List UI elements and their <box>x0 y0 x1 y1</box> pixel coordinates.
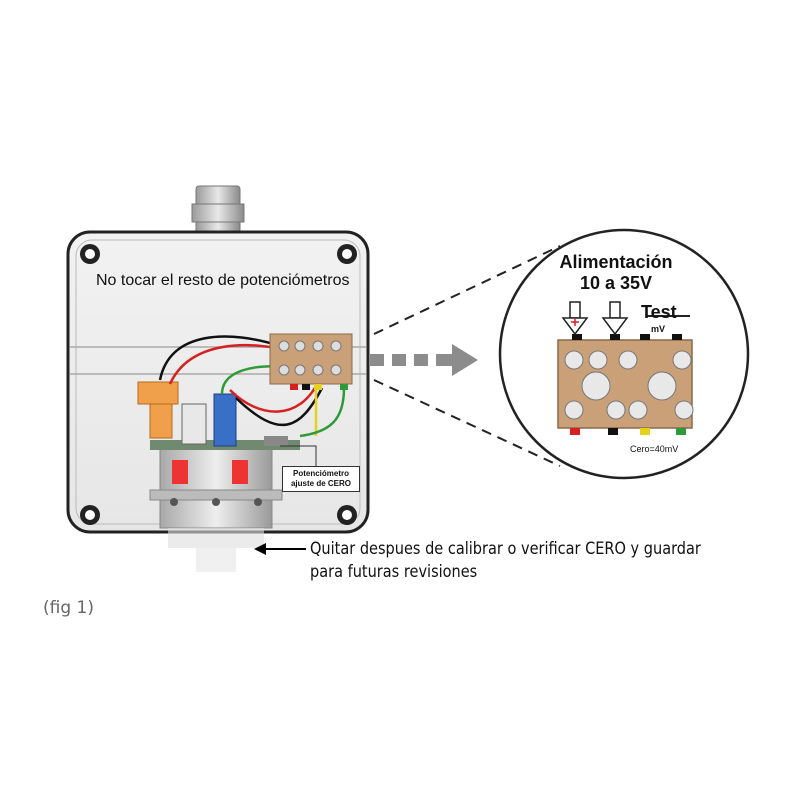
terminal-block <box>269 333 353 390</box>
relay-component <box>137 381 179 439</box>
instruction-arrow <box>254 543 306 555</box>
test-unit-label: mV <box>651 324 666 334</box>
pot-pointer-line <box>280 445 317 468</box>
corner-screw-tr <box>337 244 357 264</box>
instruction-line1: Quitar despues de calibrar o verificar C… <box>310 539 701 558</box>
test-label: Test <box>641 302 677 322</box>
blue-potentiometer <box>213 393 237 447</box>
zoom-terminal-block <box>557 334 694 435</box>
regulator-component <box>181 403 207 445</box>
potentiometer-label-line2: ajuste de CERO <box>290 479 351 488</box>
sensor-body <box>149 447 283 572</box>
zero-potentiometer <box>264 436 288 446</box>
corner-screw-bl <box>80 505 100 525</box>
instruction-text: Quitar despues de calibrar o verificar C… <box>310 537 701 583</box>
zoom-title: Alimentación 10 a 35V <box>528 252 704 294</box>
enclosure-title: No tocar el resto de potenciómetros <box>96 272 350 289</box>
zoom-line-top <box>373 245 561 335</box>
potentiometer-label-line1: Potenciómetro <box>292 469 349 478</box>
zoom-title-line1: Alimentación <box>559 252 673 272</box>
plus-arrow-icon <box>561 301 589 336</box>
zoom-line-bottom <box>373 379 561 467</box>
zoom-title-line2: 10 a 35V <box>579 273 653 293</box>
minus-arrow-icon <box>601 301 629 336</box>
corner-screw-br <box>337 505 357 525</box>
figure-caption: (fig 1) <box>43 598 94 618</box>
instruction-line2: para futuras revisiones <box>310 562 478 581</box>
potentiometer-label: Potenciómetro ajuste de CERO <box>282 466 360 492</box>
corner-screw-tl <box>80 244 100 264</box>
zoom-arrow-icon <box>370 344 478 376</box>
zero-note: Cero=40mV <box>630 444 679 454</box>
